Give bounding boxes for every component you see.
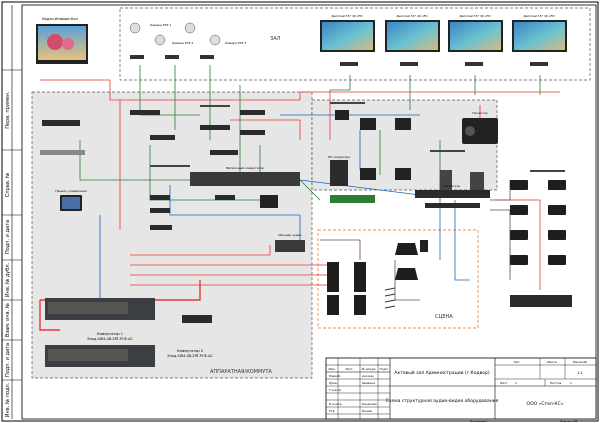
rack-unit xyxy=(42,120,80,126)
side-frame: Перв. примен. Справ. № Подп. и дата Инв.… xyxy=(2,5,22,419)
microphones xyxy=(384,287,396,309)
minor-labels xyxy=(150,102,565,172)
touch-panel-label: Панель управления xyxy=(55,189,86,193)
hall-zone-outline xyxy=(119,7,591,81)
switch-2-label: Коммутатор 2 xyxy=(177,349,203,353)
svg-text:Утв.: Утв. xyxy=(329,409,335,413)
touch-panel: Панель управления xyxy=(55,189,87,211)
control-room-zone xyxy=(31,91,313,379)
side-label-4: Инв. № дубл. xyxy=(5,262,11,297)
power-amp xyxy=(510,295,572,307)
rack-devices xyxy=(40,110,305,323)
svg-text:Казакова: Казакова xyxy=(362,402,377,406)
mixer-device xyxy=(275,240,305,252)
hall-zone-label: ЗАЛ xyxy=(270,36,281,42)
projector-label: Проектор xyxy=(472,111,487,115)
network-switch-1: Коммутатор 1 Эльд-SW4-48-2RT-POE-AC xyxy=(45,298,155,341)
pc-label: ПК оператора xyxy=(328,155,350,159)
switch-1-model: Эльд-SW4-48-2RT-POE-AC xyxy=(87,337,133,341)
camera-icon xyxy=(184,22,196,34)
copied-label: Копировал xyxy=(470,419,487,423)
side-label-6: Подп. и дата xyxy=(5,343,11,377)
display-1-label: Дисплей 55" 4K LFD xyxy=(331,14,363,18)
side-label-5: Взам. инв. № xyxy=(5,302,11,337)
network-switch-2: Коммутатор 2 Эльд-SW4-48-2RT-POE-AC xyxy=(45,345,213,367)
svg-text:Пынак: Пынак xyxy=(362,409,372,413)
stage-zone-label: СЦЕНА xyxy=(435,314,453,320)
monitors: ПК оператора xyxy=(260,110,411,208)
company-name: ООО «Стел-КС» xyxy=(527,401,564,407)
control-room-label: АППАРАТНАЯ/КОММУТА xyxy=(210,369,272,375)
svg-text:Разраб.: Разраб. xyxy=(329,374,341,378)
side-label-3: Подп. и дата xyxy=(5,220,11,254)
svg-text:1: 1 xyxy=(515,381,517,385)
matrix-label: Матричный коммутатор xyxy=(226,166,264,170)
svg-text:Лит.: Лит. xyxy=(514,360,521,364)
small-router xyxy=(182,315,212,323)
speaker-array xyxy=(510,180,566,265)
display-3-label: Дисплей 55" 4K LFD xyxy=(459,14,491,18)
audio-rack xyxy=(330,170,572,307)
pc-tower xyxy=(330,160,348,186)
svg-text:Лист: Лист xyxy=(500,381,508,385)
cam-3-label: Камера PTZ 3 xyxy=(225,41,246,45)
svg-text:1:1: 1:1 xyxy=(577,371,583,375)
side-label-7: Инв. № подл. xyxy=(5,382,11,417)
svg-text:Т.контр.: Т.контр. xyxy=(328,388,342,392)
cam-1-label: Камера PTZ 1 xyxy=(150,23,171,27)
cam-2-label: Камера PTZ 2 xyxy=(172,41,193,45)
switch-2-model: Эльд-SW4-48-2RT-POE-AC xyxy=(167,354,213,358)
side-label-2: Справ. № xyxy=(5,172,11,197)
camera-icon xyxy=(129,22,141,34)
camera-icon xyxy=(154,34,166,46)
svg-text:Анохин: Анохин xyxy=(362,374,374,378)
switch-1-label: Коммутатор 1 xyxy=(97,332,123,336)
svg-text:Н.контр.: Н.контр. xyxy=(329,402,342,406)
svg-text:Листов: Листов xyxy=(550,381,561,385)
mixer-label: Микшер аудио xyxy=(278,233,301,237)
main-displays: Дисплей 55" 4K LFD Дисплей 55" 4K LFD Ди… xyxy=(320,14,567,52)
matrix-switcher xyxy=(190,172,300,186)
projector: Проектор xyxy=(462,111,498,144)
svg-text:№ докум.: № докум. xyxy=(362,367,377,371)
camera-icon xyxy=(209,34,221,46)
wall-display-label: Видео-Информ.Кол xyxy=(42,17,78,21)
format-label: Формат А3 xyxy=(560,419,577,423)
svg-text:Масса: Масса xyxy=(547,360,557,364)
svg-text:Шамина: Шамина xyxy=(362,381,375,385)
svg-text:Изм.: Изм. xyxy=(328,367,335,371)
inner-frame xyxy=(21,4,597,420)
amplifier-label: Усилитель xyxy=(444,184,461,188)
drawing-title: Схема структурная аудио-видео оборудован… xyxy=(386,398,499,404)
object-title: Актовый зал Администрации (г.Кодвор) xyxy=(394,369,489,376)
svg-text:Подп.: Подп. xyxy=(379,367,388,371)
ptz-cameras: Камера PTZ 1 Камера PTZ 2 Камера PTZ 3 xyxy=(129,22,246,46)
amplifier-device xyxy=(415,190,490,198)
svg-text:Пров.: Пров. xyxy=(329,381,338,385)
svg-text:Масштаб: Масштаб xyxy=(573,360,587,364)
stage-speakers xyxy=(327,240,428,315)
svg-text:Лист: Лист xyxy=(345,367,353,371)
svg-text:1: 1 xyxy=(570,381,572,385)
wall-display: Видео-Информ.Кол xyxy=(36,17,88,64)
title-block: Изм. Лист № докум. Подп. Разраб. Пров. Т… xyxy=(325,357,597,420)
display-2-label: Дисплей 55" 4K LFD xyxy=(396,14,428,18)
receivers xyxy=(130,55,548,66)
side-label-1: Перв. примен. xyxy=(5,91,11,129)
patch-panel xyxy=(40,150,85,155)
display-4-label: Дисплей 55" 4K LFD xyxy=(523,14,555,18)
